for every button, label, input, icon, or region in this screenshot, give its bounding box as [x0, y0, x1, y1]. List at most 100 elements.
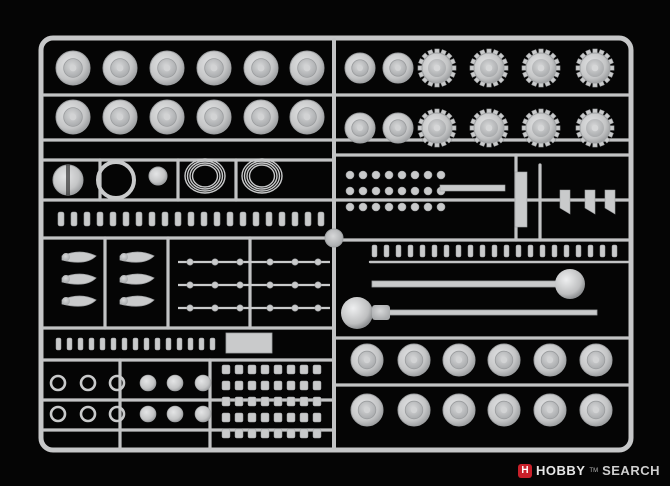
small-part [383, 244, 390, 258]
small-detail-part [410, 170, 420, 180]
suspension-arm [119, 295, 155, 307]
small-part [443, 244, 450, 258]
track-link [221, 396, 231, 407]
small-part [70, 211, 78, 227]
road-wheel [487, 393, 521, 427]
small-part [419, 244, 426, 258]
rod-knob [266, 258, 274, 266]
road-wheel [243, 50, 279, 86]
knob-part [148, 166, 168, 186]
rod-knob [291, 304, 299, 312]
road-wheel [397, 343, 431, 377]
small-part [252, 211, 260, 227]
track-link [247, 396, 257, 407]
small-detail-part [423, 170, 433, 180]
small-part [371, 244, 378, 258]
watermark-trademark: TM [589, 467, 599, 474]
rod-knob [186, 281, 194, 289]
barrel-collar [372, 305, 390, 320]
bar-part [439, 184, 506, 192]
track-link [312, 428, 322, 439]
rod-knob [186, 304, 194, 312]
small-detail-part [384, 202, 394, 212]
road-wheel [344, 52, 376, 84]
sprue-parts [49, 48, 618, 439]
road-wheel [442, 393, 476, 427]
track-link [260, 396, 270, 407]
sprue-frame [38, 35, 634, 453]
track-link [312, 364, 322, 375]
small-part [109, 211, 117, 227]
road-wheel [196, 50, 232, 86]
road-wheel [350, 393, 384, 427]
small-part [213, 211, 221, 227]
muzzle-ball [341, 297, 373, 329]
small-part [395, 244, 402, 258]
small-ring [79, 374, 97, 392]
track-link [247, 412, 257, 423]
small-ring [108, 374, 126, 392]
rod-knob [211, 258, 219, 266]
rod-knob [266, 281, 274, 289]
small-part [551, 244, 558, 258]
plate-part [225, 332, 273, 354]
hobby-search-logo: H [517, 463, 532, 478]
small-part [83, 211, 91, 227]
road-wheel [55, 50, 91, 86]
sprocket-wheel [521, 48, 561, 88]
rod-knob [314, 304, 322, 312]
small-detail-part [345, 186, 355, 196]
small-wheel [194, 374, 212, 392]
rod-knob [291, 258, 299, 266]
small-detail-part [358, 186, 368, 196]
small-wheel [194, 405, 212, 423]
small-part [174, 211, 182, 227]
road-wheel [196, 99, 232, 135]
track-link [299, 412, 309, 423]
road-wheel [350, 343, 384, 377]
small-part [317, 211, 325, 227]
small-part [143, 337, 150, 351]
track-link [260, 428, 270, 439]
small-part [599, 244, 606, 258]
rod-knob [236, 304, 244, 312]
suspension-arm [119, 273, 155, 285]
small-part [503, 244, 510, 258]
small-detail-part [410, 186, 420, 196]
small-detail-part [410, 202, 420, 212]
small-ring [49, 405, 67, 423]
sprocket-wheel [575, 108, 615, 148]
bracket-part [584, 189, 596, 215]
bar-part [514, 171, 528, 228]
rod-knob [211, 304, 219, 312]
rod-knob [291, 281, 299, 289]
track-link [273, 380, 283, 391]
track-link [260, 380, 270, 391]
small-part [200, 211, 208, 227]
small-part [575, 244, 582, 258]
track-link [273, 364, 283, 375]
small-detail-part [436, 202, 446, 212]
track-link [234, 364, 244, 375]
small-part [291, 211, 299, 227]
small-part [148, 211, 156, 227]
small-detail-part [397, 202, 407, 212]
track-link [234, 396, 244, 407]
small-detail-part [358, 202, 368, 212]
small-part [431, 244, 438, 258]
small-part [55, 337, 62, 351]
suspension-arm [61, 273, 97, 285]
small-part [587, 244, 594, 258]
small-part [165, 337, 172, 351]
rod-knob [211, 281, 219, 289]
small-ring [79, 405, 97, 423]
track-link [247, 364, 257, 375]
road-wheel [533, 343, 567, 377]
road-wheel [382, 52, 414, 84]
road-wheel [579, 343, 613, 377]
track-link [286, 412, 296, 423]
suspension-arm [61, 295, 97, 307]
road-wheel [243, 99, 279, 135]
